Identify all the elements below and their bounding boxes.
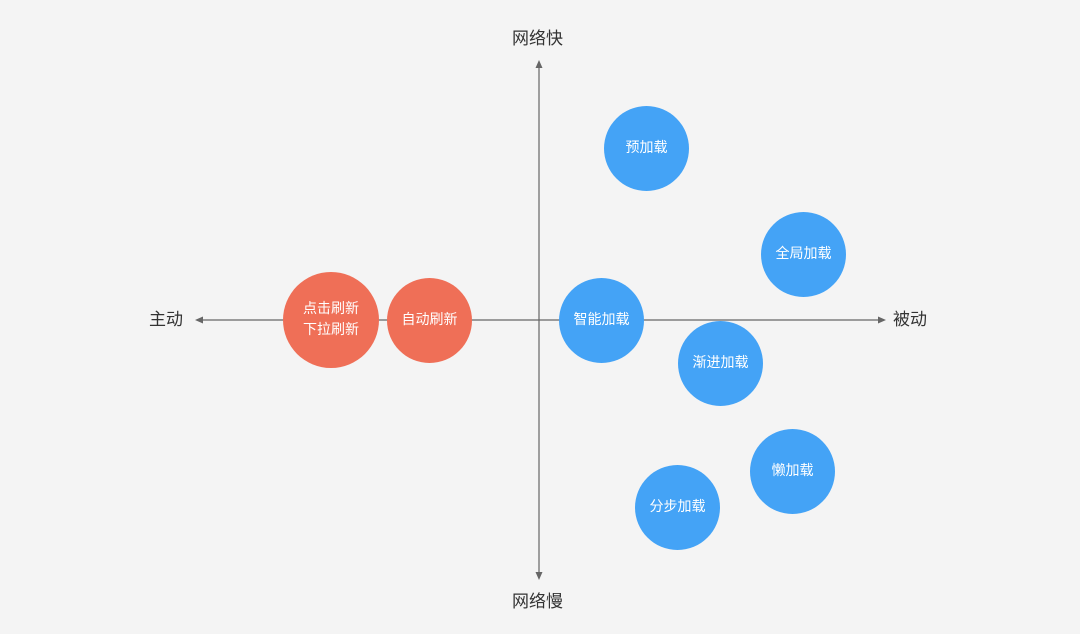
bubble-lazy-load-label: 懒加载 [771,463,814,479]
vertical-axis-bottom-arrow [535,572,543,580]
bubble-progressive-load: 渐进加载 [678,321,763,406]
horizontal-axis-left-arrow [195,316,203,324]
bubble-click-refresh-line1: 点击刷新 [303,301,359,317]
bubble-preload: 预加载 [604,106,689,191]
bubble-auto-refresh-label: 自动刷新 [401,312,458,328]
horizontal-axis-right-arrow [878,316,886,324]
bubble-auto-refresh: 自动刷新 [387,278,472,363]
bubble-click-refresh-line2: 下拉刷新 [303,322,359,338]
axis-label-active: 主动 [149,310,183,330]
bubble-step-load-label: 分步加载 [649,499,706,515]
bubble-step-load: 分步加载 [635,465,720,550]
bubble-click-refresh: 点击刷新 下拉刷新 [283,272,379,368]
bubble-lazy-load: 懒加载 [750,429,835,514]
axis-label-network-slow: 网络慢 [512,592,563,612]
bubble-preload-label: 预加载 [625,140,668,156]
axis-label-network-fast: 网络快 [512,29,563,49]
vertical-axis-top-arrow [535,60,543,68]
bubble-global-load: 全局加载 [761,212,846,297]
bubble-global-load-label: 全局加载 [775,246,832,262]
bubble-progressive-load-label: 渐进加载 [692,355,749,371]
axis-label-passive: 被动 [893,310,927,330]
bubble-smart-load-label: 智能加载 [573,312,630,328]
bubble-smart-load: 智能加载 [559,278,644,363]
